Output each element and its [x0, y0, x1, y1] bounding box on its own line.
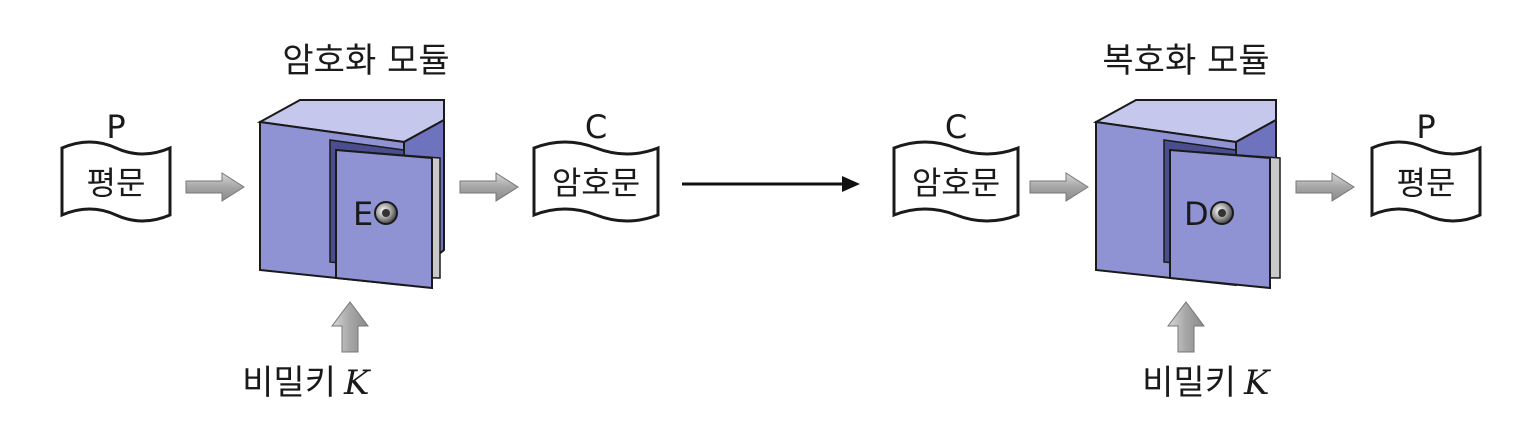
decrypt-module-title: 복호화 모듈	[1102, 41, 1269, 81]
received-ciphertext-document-icon: 암호문	[894, 142, 1018, 221]
cipher-output-arrow	[460, 173, 518, 201]
decrypt-key-variable: K	[1243, 363, 1272, 403]
plaintext-symbol: P	[106, 108, 125, 146]
recovered-plaintext-label: 평문	[1397, 164, 1456, 202]
decrypt-module-letter: D	[1184, 195, 1209, 233]
plaintext-document-icon: 평문	[62, 142, 170, 221]
encrypt-key-arrow	[332, 302, 368, 352]
ciphertext-document-icon: 암호문	[534, 142, 658, 221]
encrypt-module-letter: E	[353, 195, 373, 233]
decrypt-output-arrow	[1296, 173, 1354, 201]
input-flow-arrow	[186, 173, 244, 201]
encrypt-module-title: 암호화 모듈	[282, 41, 449, 81]
ciphertext-label: 암호문	[552, 164, 640, 202]
encrypt-safe-icon: E	[260, 100, 444, 288]
transmission-arrow	[682, 176, 860, 192]
decrypt-safe-icon: D	[1096, 100, 1280, 288]
decrypt-input-arrow	[1030, 173, 1088, 201]
ciphertext-symbol: C	[585, 108, 607, 146]
recovered-plaintext-symbol: P	[1416, 108, 1435, 146]
decrypt-key-arrow	[1168, 302, 1204, 352]
decrypt-key-label: 비밀키	[1142, 363, 1236, 403]
plaintext-label: 평문	[87, 164, 146, 202]
received-ciphertext-label: 암호문	[912, 164, 1000, 202]
recovered-plaintext-document-icon: 평문	[1372, 142, 1480, 221]
encrypt-key-variable: K	[343, 363, 372, 403]
received-ciphertext-symbol: C	[945, 108, 967, 146]
encrypt-key-label: 비밀키	[242, 363, 336, 403]
